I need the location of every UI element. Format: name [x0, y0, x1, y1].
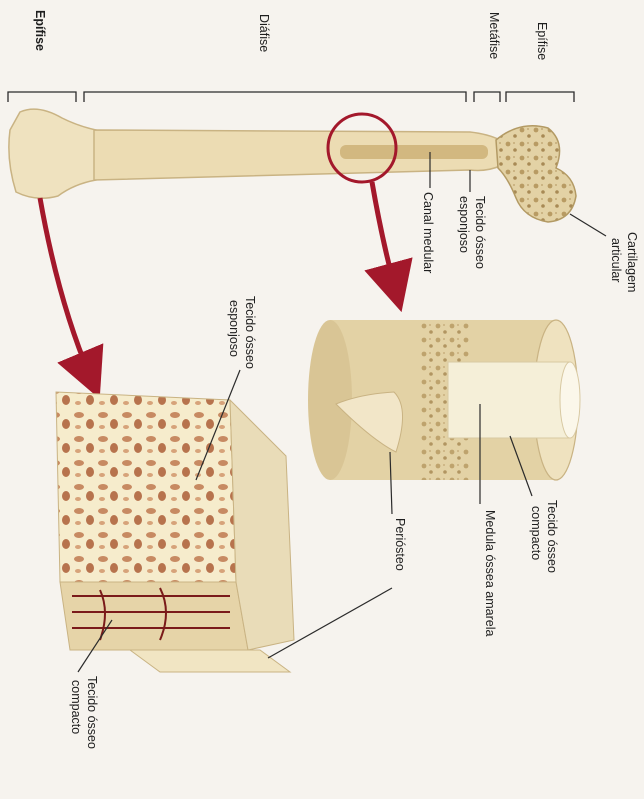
bracket-epifise-left: [8, 92, 76, 102]
bracket-metafise: [474, 92, 500, 102]
long-bone: [9, 109, 576, 222]
label-tecido-compacto-left-2: compacto: [69, 680, 83, 734]
block-spongy-region: [56, 392, 236, 582]
cylinder-marrow-core: [448, 362, 570, 438]
spongy-bone-block: [56, 392, 294, 672]
label-cartilagem-2: articular: [609, 238, 623, 282]
left-epiphysis: [9, 109, 96, 198]
label-epifise-right: Epífise: [535, 22, 549, 60]
label-tecido-compacto-left-1: Tecido ósseo: [85, 676, 99, 749]
block-compact-region: [60, 582, 248, 650]
region-brackets: [8, 92, 574, 102]
label-metafise: Metáfise: [487, 12, 501, 59]
label-periosteo: Periósteo: [393, 518, 407, 571]
label-tecido-compacto-right-2: compacto: [529, 506, 543, 560]
label-tecido-esponjoso-top-1: Tecido ósseo: [473, 196, 487, 269]
bracket-diafise: [84, 92, 466, 102]
cross-section-cylinder: [308, 320, 580, 480]
label-diafise: Diáfise: [257, 14, 271, 52]
label-tecido-esponjoso-top-2: esponjoso: [457, 196, 471, 253]
right-epiphysis: [496, 126, 576, 222]
medullary-canal: [340, 145, 488, 159]
arrow-to-spongy-detail: [40, 198, 90, 376]
bracket-epifise-right: [506, 92, 574, 102]
label-tecido-compacto-right-1: Tecido ósseo: [545, 500, 559, 573]
label-medula: Medula óssea amarela: [483, 510, 497, 637]
cylinder-marrow-face: [560, 362, 580, 438]
label-tecido-esponjoso-left-2: esponjoso: [227, 300, 241, 357]
label-epifise-left: Epífise: [33, 10, 47, 51]
label-cartilagem-1: Cartilagem: [625, 232, 639, 292]
label-canal-medular: Canal medular: [421, 192, 435, 273]
leader-cartilagem: [570, 214, 606, 236]
label-tecido-esponjoso-left-1: Tecido ósseo: [243, 296, 257, 369]
arrow-to-cross-section: [372, 182, 395, 288]
block-periosteum-edge: [130, 650, 290, 672]
